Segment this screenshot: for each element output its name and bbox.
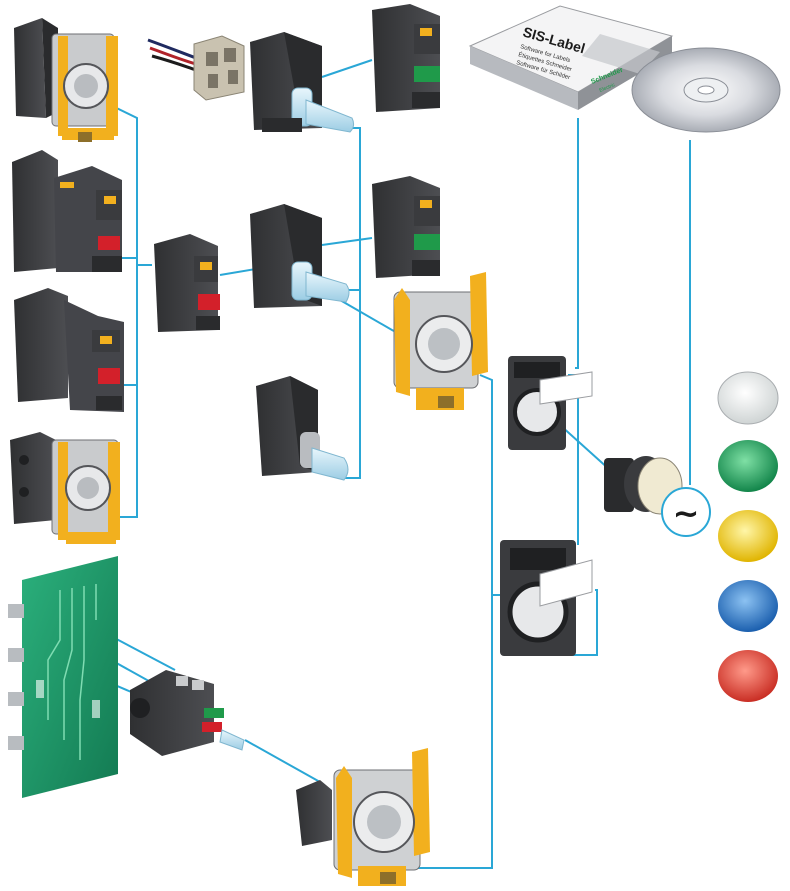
pilot-light-head: ~: [604, 456, 711, 537]
contact-block-middle: [154, 234, 220, 332]
lens-caps: [717, 371, 779, 702]
ac-symbol: ~: [673, 494, 700, 532]
legend-holder-small: [508, 356, 593, 450]
lens-cap-green: [718, 440, 778, 492]
contact-block-nc: [14, 288, 124, 412]
software-disc: [631, 47, 781, 133]
legend-holder-large: [500, 540, 593, 656]
contact-block-no-middle: [372, 176, 440, 278]
light-block-top: [250, 32, 355, 133]
light-block-bulb: [256, 376, 349, 481]
mounting-base-assembly-top: [14, 18, 118, 142]
sis-label-software-box: SIS-Label Software for Labels Étiquettes…: [468, 5, 674, 110]
double-contact-block: [12, 150, 122, 272]
lens-cap-blue: [718, 580, 778, 632]
wire-connector: [147, 35, 245, 101]
contact-block-no-top: [372, 4, 440, 112]
ac-symbol-badge: [661, 487, 711, 537]
printed-circuit-board: [8, 556, 118, 798]
mounting-base-assembly-bottom: [10, 432, 120, 544]
light-block-middle: [250, 204, 350, 308]
lens-cap-red: [718, 650, 778, 702]
cd-vendor-sub: Electric: [599, 82, 617, 94]
mounting-collar-bottom: [296, 748, 430, 886]
lens-cap-yellow: [718, 510, 778, 562]
pcb-adapter-block: [130, 670, 245, 756]
lens-cap-white: [717, 371, 779, 425]
mounting-collar-center: [393, 272, 488, 410]
